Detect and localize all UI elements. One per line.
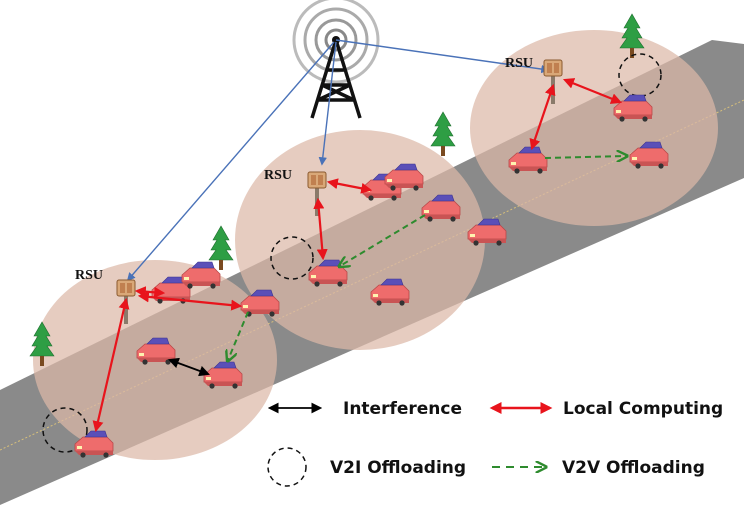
legend-v2i-label: V2I Offloading — [330, 458, 466, 478]
legend-local-computing-label: Local Computing — [563, 399, 723, 419]
legend-v2i-circle — [267, 447, 307, 487]
rsu-label: RSU — [505, 56, 533, 71]
interference-link — [167, 357, 211, 377]
coverage-area-2 — [235, 130, 485, 350]
legend: Interference Local Computing V2I Offload… — [267, 399, 723, 487]
local-computing-link — [313, 197, 328, 261]
local-computing-link — [92, 297, 130, 433]
local-computing-link — [326, 178, 373, 194]
backhaul-link — [126, 41, 335, 282]
v2i-offloading-circle — [270, 236, 314, 280]
legend-v2v-label: V2V Offloading — [562, 458, 705, 478]
tree-icon — [430, 111, 456, 157]
local-computing-link — [137, 291, 243, 311]
v2i-offloading-circle — [42, 407, 88, 453]
v2v-offloading-link — [228, 311, 249, 360]
v2i-offloading-circle — [618, 53, 662, 97]
coverage-area-3 — [470, 30, 718, 226]
local-computing-link — [562, 78, 623, 104]
backhaul-link — [318, 41, 337, 166]
v2v-offloading-link — [340, 214, 426, 266]
local-computing-link — [529, 83, 556, 151]
rsu-label: RSU — [264, 168, 292, 183]
v2v-offloading-link — [544, 156, 626, 158]
rsu-label: RSU — [75, 268, 103, 283]
cell-tower-icon — [292, 0, 380, 119]
legend-interference-label: Interference — [343, 399, 462, 419]
backhaul-link — [335, 39, 550, 74]
